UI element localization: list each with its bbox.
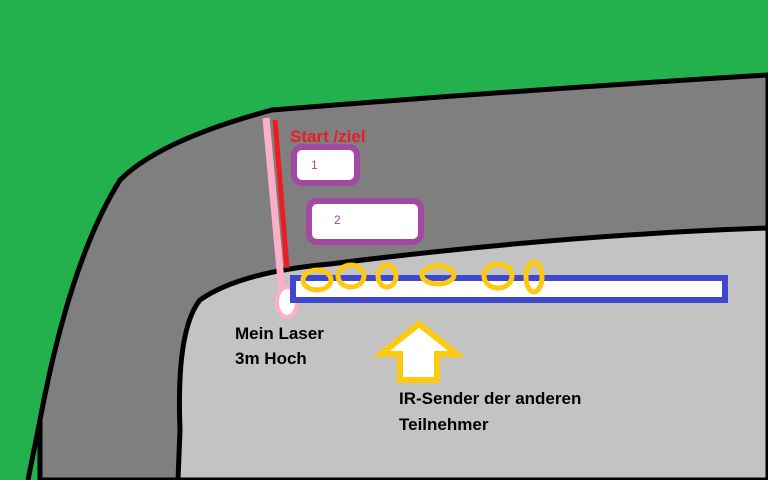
laser-beam <box>262 117 286 293</box>
up-arrow-icon <box>372 320 466 383</box>
grid-box-2 <box>306 198 424 245</box>
ir-sensor-icon <box>335 262 367 290</box>
laser-label-line1: Mein Laser <box>235 324 324 343</box>
start-finish-line <box>272 119 290 269</box>
ir-sensor-icon <box>523 259 545 295</box>
sensor-strip <box>290 275 728 303</box>
ir-sensor-icon <box>481 261 515 291</box>
ir-sensor-icon <box>375 262 399 290</box>
laser-label-line2: 3m Hoch <box>235 349 307 368</box>
grid-box-2-label: 2 <box>334 213 341 227</box>
grid-box-1-label: 1 <box>311 158 318 172</box>
ir-sensor-icon <box>300 267 334 293</box>
ir-label-line1: IR-Sender der anderen <box>399 389 581 408</box>
ir-label-line2: Teilnehmer <box>399 415 489 434</box>
track-edge-left <box>25 419 43 480</box>
start-finish-label: Start /ziel <box>290 127 366 146</box>
grid-box-1 <box>291 144 360 186</box>
ir-sensor-icon <box>419 263 457 287</box>
